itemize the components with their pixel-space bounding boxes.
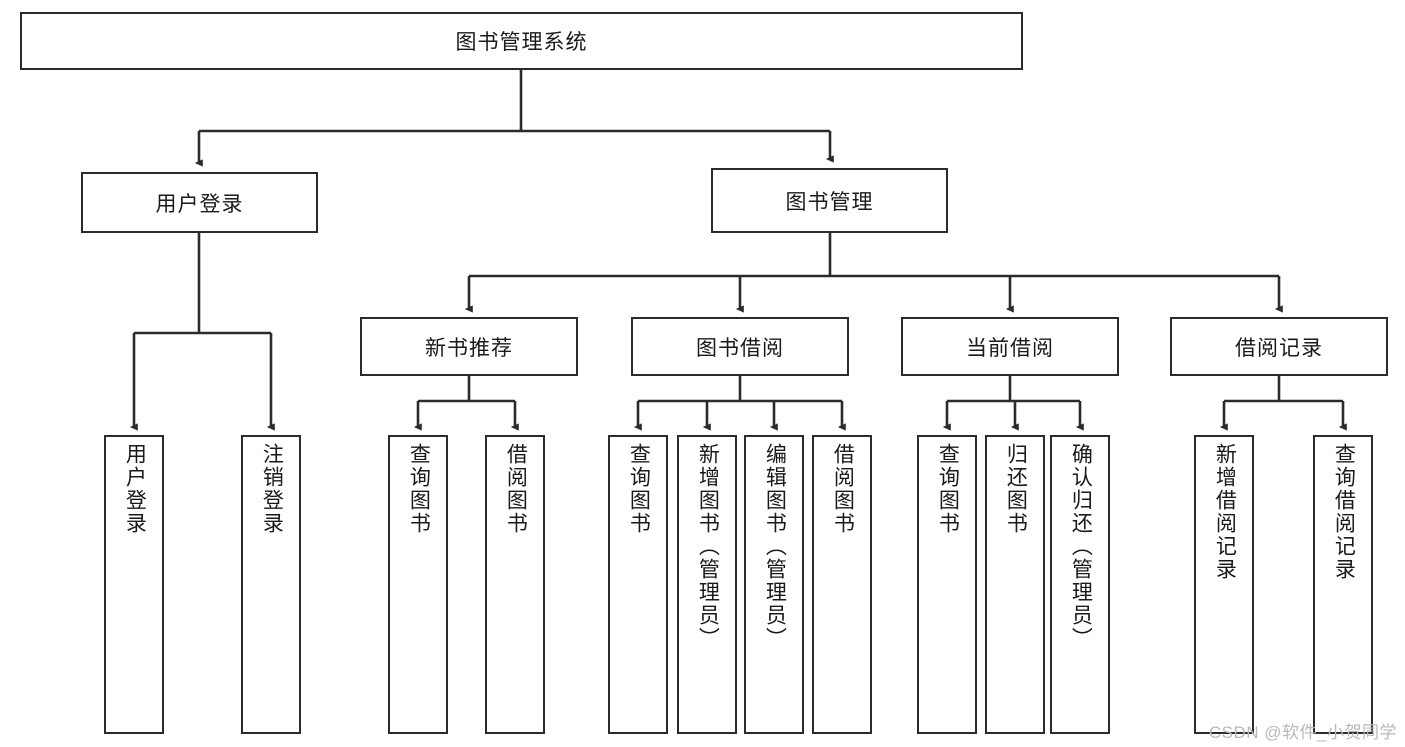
node-label: 图书借阅 — [696, 336, 784, 360]
leaf-query-book-current[interactable]: 查询图书 — [917, 435, 977, 734]
leaf-query-borrow-record[interactable]: 查询借阅记录 — [1313, 435, 1373, 734]
leaf-borrow-book-recommend[interactable]: 借阅图书 — [485, 435, 545, 734]
leaf-label: 查询图书 — [407, 443, 431, 535]
node-label: 图书管理 — [785, 190, 874, 214]
leaf-add-book-admin[interactable]: 新增图书（管理员） — [677, 435, 737, 734]
leaf-query-book-recommend[interactable]: 查询图书 — [388, 435, 448, 734]
node-root-book-management-system[interactable]: 图书管理系统 — [20, 12, 1023, 70]
leaf-edit-book-admin[interactable]: 编辑图书（管理员） — [744, 435, 804, 734]
node-book-management[interactable]: 图书管理 — [711, 168, 948, 233]
leaf-label: 借阅图书 — [504, 443, 528, 535]
leaf-return-book[interactable]: 归还图书 — [985, 435, 1045, 734]
node-book-borrow[interactable]: 图书借阅 — [631, 317, 849, 376]
leaf-user-login[interactable]: 用户登录 — [104, 435, 164, 734]
leaf-label: 查询图书 — [627, 443, 651, 535]
node-label: 当前借阅 — [966, 336, 1054, 360]
leaf-label: 注销登录 — [260, 443, 284, 535]
node-user-login[interactable]: 用户登录 — [81, 172, 318, 233]
leaf-add-borrow-record[interactable]: 新增借阅记录 — [1194, 435, 1254, 734]
node-label: 新书推荐 — [425, 336, 513, 360]
node-label: 图书管理系统 — [455, 31, 588, 54]
leaf-label: 新增图书（管理员） — [696, 443, 720, 650]
node-borrow-record[interactable]: 借阅记录 — [1170, 317, 1388, 376]
leaf-label: 查询借阅记录 — [1332, 443, 1356, 581]
leaf-borrow-book-borrow[interactable]: 借阅图书 — [812, 435, 872, 734]
node-label: 用户登录 — [155, 192, 244, 216]
leaf-query-book-borrow[interactable]: 查询图书 — [608, 435, 668, 734]
leaf-logout-login[interactable]: 注销登录 — [241, 435, 301, 734]
watermark: CSDN @软件_小贺同学 — [1208, 723, 1397, 742]
leaf-label: 归还图书 — [1004, 443, 1028, 535]
leaf-confirm-return-admin[interactable]: 确认归还（管理员） — [1050, 435, 1110, 734]
leaf-label: 编辑图书（管理员） — [763, 443, 787, 650]
leaf-label: 用户登录 — [123, 443, 147, 535]
node-label: 借阅记录 — [1235, 336, 1323, 360]
leaf-label: 查询图书 — [936, 443, 960, 535]
leaf-label: 确认归还（管理员） — [1069, 443, 1093, 650]
leaf-label: 借阅图书 — [831, 443, 855, 535]
node-new-book-recommend[interactable]: 新书推荐 — [360, 317, 578, 376]
leaf-label: 新增借阅记录 — [1213, 443, 1237, 581]
node-current-borrow[interactable]: 当前借阅 — [901, 317, 1119, 376]
